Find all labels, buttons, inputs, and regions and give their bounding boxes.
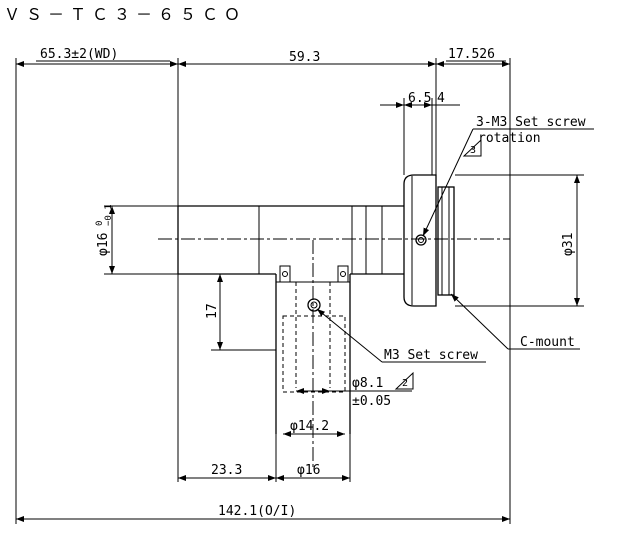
dim-phi16-lower-tol: −0.1: [104, 204, 114, 226]
dim-17-label: 17: [205, 303, 220, 319]
dimension-lines: [16, 60, 580, 522]
dim-17: 17: [205, 303, 220, 319]
callout-c-mount: C-mount: [520, 335, 575, 350]
extension-lines: [15, 58, 584, 524]
dim-phi16-label: φ16: [96, 233, 111, 256]
lens-body: [177, 174, 455, 434]
dim-working-distance: 65.3±2(WD): [40, 47, 118, 62]
dim-6-5: 6.5: [408, 91, 431, 106]
callout-rotation: rotation: [478, 131, 541, 146]
dim-17-526: 17.526: [448, 47, 495, 62]
dim-23-3: 23.3: [211, 463, 242, 478]
dim-phi14-2: φ14.2: [290, 419, 329, 434]
dim-phi16-tube: φ16 0 −0.1: [95, 204, 114, 256]
model-title: ＶＳ－ＴＣ３－６５ＣＯ: [4, 5, 246, 24]
marker-2-label: 2: [402, 378, 408, 389]
dim-59-3: 59.3: [289, 50, 320, 65]
triangle-marker-2: 2: [394, 371, 414, 390]
dim-4: 4: [437, 91, 445, 106]
leader-lines: [316, 128, 594, 363]
dim-phi31-label: φ31: [561, 233, 576, 256]
callout-m3-set-screw: M3 Set screw: [384, 348, 478, 363]
dim-phi16-bottom: φ16: [297, 463, 320, 478]
dim-phi8-1-tol: ±0.05: [352, 394, 391, 409]
callout-3-m3-set-screw: 3-M3 Set screw: [476, 115, 586, 130]
dim-phi16-upper-tol: 0: [95, 221, 105, 226]
marker-3-label: 3: [470, 145, 476, 156]
dim-total-length: 142.1(O/I): [218, 504, 296, 519]
dim-phi8-1: φ8.1: [352, 376, 383, 391]
triangle-marker-3: 3: [462, 138, 482, 157]
dim-phi31: φ31: [561, 233, 576, 256]
